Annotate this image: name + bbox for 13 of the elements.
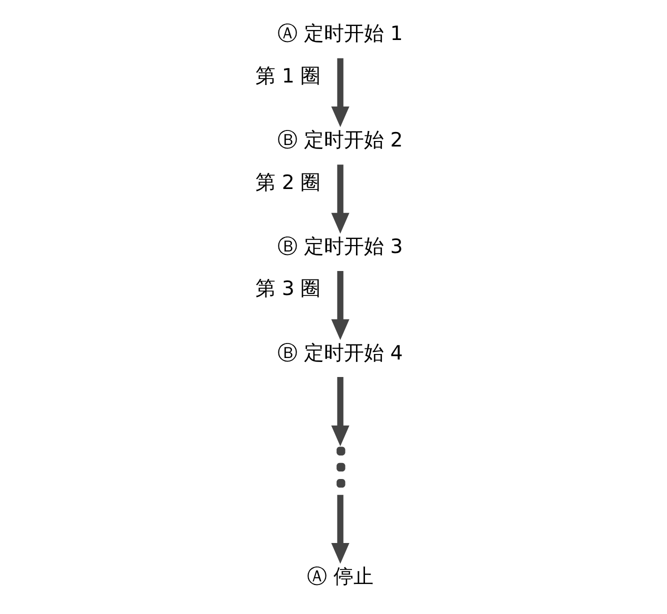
node-text: Ⓑ 定时开始 2 [278, 128, 403, 152]
edge-label: 第 3 圈 [256, 277, 321, 300]
arrow [331, 271, 350, 340]
arrow [331, 58, 350, 128]
arrow [331, 494, 350, 564]
edge-label: 第 2 圈 [256, 170, 321, 194]
arrow [331, 376, 350, 446]
node-text: Ⓐ 停止 [307, 565, 374, 588]
node-text: Ⓑ 定时开始 4 [278, 341, 403, 364]
edge-label: 第 1 圈 [256, 64, 321, 88]
arrow [331, 164, 350, 234]
node-text: Ⓑ 定时开始 3 [278, 234, 403, 258]
node-text: Ⓐ 定时开始 1 [278, 22, 403, 46]
